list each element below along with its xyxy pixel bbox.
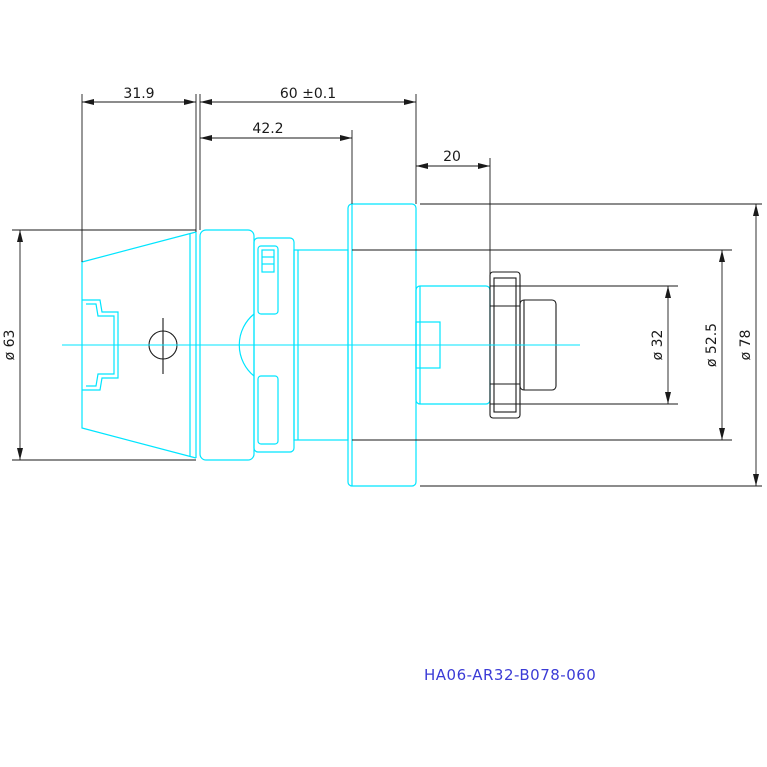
dim-dia-78-label: ø 78 — [738, 330, 754, 361]
dim-dia-32-label: ø 32 — [650, 330, 666, 361]
dim-dia-52-5-label: ø 52.5 — [704, 323, 720, 367]
dim-60-label: 60 ±0.1 — [280, 86, 336, 102]
dim-20: 20 — [416, 149, 491, 286]
dim-dia-63-label: ø 63 — [2, 330, 18, 361]
dim-42-2-label: 42.2 — [252, 121, 283, 137]
dim-dia-78: ø 78 — [420, 203, 762, 487]
dim-dia-32: ø 32 — [490, 285, 678, 405]
dim-31-9: 31.9 — [81, 86, 197, 262]
dim-60: 60 ±0.1 — [199, 86, 417, 230]
dim-20-label: 20 — [443, 149, 461, 165]
part-number: HA06-AR32-B078-060 — [424, 666, 597, 684]
dim-42-2: 42.2 — [200, 121, 353, 204]
dim-dia-52-5: ø 52.5 — [352, 249, 732, 441]
dim-dia-63: ø 63 — [2, 229, 196, 461]
coolant-hole — [136, 318, 190, 374]
dim-31-9-label: 31.9 — [123, 86, 154, 102]
